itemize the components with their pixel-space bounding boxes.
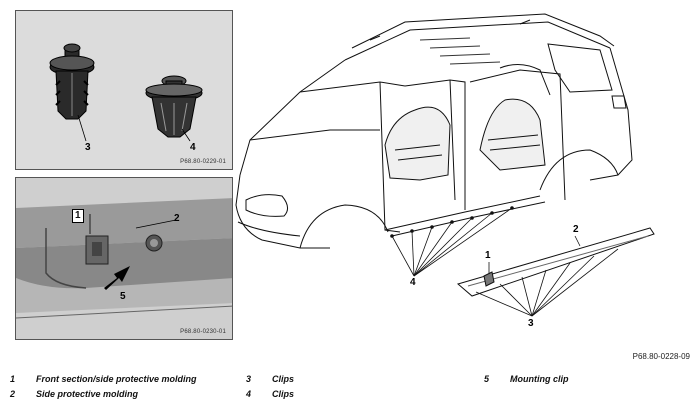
callout-3: 3 (85, 142, 91, 153)
expanding-clip (145, 75, 203, 138)
molding-detail-panel: 1 2 5 P68.80-0230-01 (15, 177, 233, 340)
callout-1-main: 1 (485, 250, 491, 261)
callout-5: 5 (120, 291, 126, 302)
push-rivet-clip (49, 43, 95, 120)
clips-illustration (49, 43, 203, 142)
molding-detail-illustration (16, 178, 232, 339)
callout-3-main: 3 (528, 318, 534, 329)
callout-1: 1 (72, 209, 84, 223)
side-molding-part (456, 227, 655, 297)
sill-clips (390, 206, 514, 238)
callout-4-main: 4 (410, 277, 416, 288)
callout-2-main: 2 (573, 224, 579, 235)
callout-2: 2 (174, 213, 180, 224)
callout-4: 4 (190, 142, 196, 153)
clips-panel-code: P68.80-0229-01 (180, 159, 226, 165)
leader-lines-3 (475, 248, 619, 317)
clips-detail-panel: 3 4 P68.80-0229-01 (15, 10, 233, 170)
detail-panel-code: P68.80-0230-01 (180, 329, 226, 335)
main-drawing-code: P68.80-0228-09 (632, 352, 690, 361)
leader-lines-4 (391, 207, 513, 277)
